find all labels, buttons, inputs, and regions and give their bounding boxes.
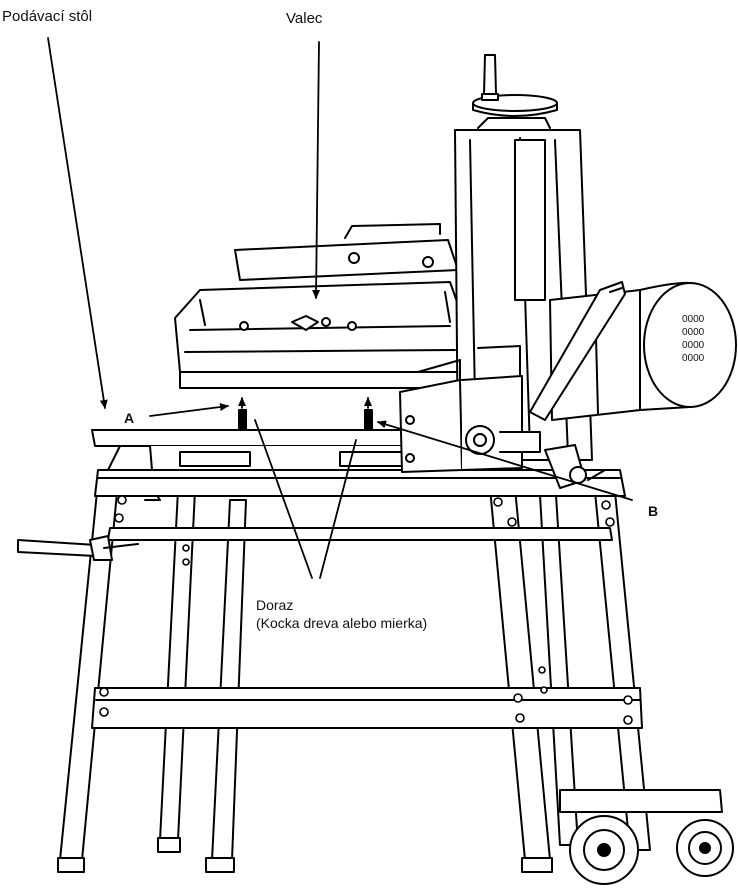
motor-vent-2: 0000 bbox=[682, 327, 705, 338]
label-point-b: B bbox=[648, 503, 659, 519]
motor-vent-4: 0000 bbox=[682, 353, 705, 364]
drum-housing bbox=[174, 223, 463, 389]
handwheel bbox=[472, 54, 558, 117]
motor-vent-3: 0000 bbox=[682, 340, 705, 351]
motor-vent-1: 0000 bbox=[682, 314, 705, 325]
feed-unit bbox=[399, 345, 541, 473]
lift-handle bbox=[17, 535, 139, 561]
label-stop: Doraz bbox=[256, 597, 294, 613]
label-roller: Valec bbox=[286, 10, 323, 27]
wheels bbox=[559, 789, 734, 885]
feed-table bbox=[91, 429, 421, 471]
label-point-a: A bbox=[124, 410, 135, 426]
motor bbox=[529, 281, 737, 421]
label-stop-detail: (Kocka dreva alebo mierka) bbox=[256, 615, 428, 631]
leader-lines bbox=[47, 37, 633, 579]
label-feed-table: Podávací stôl bbox=[2, 8, 93, 25]
